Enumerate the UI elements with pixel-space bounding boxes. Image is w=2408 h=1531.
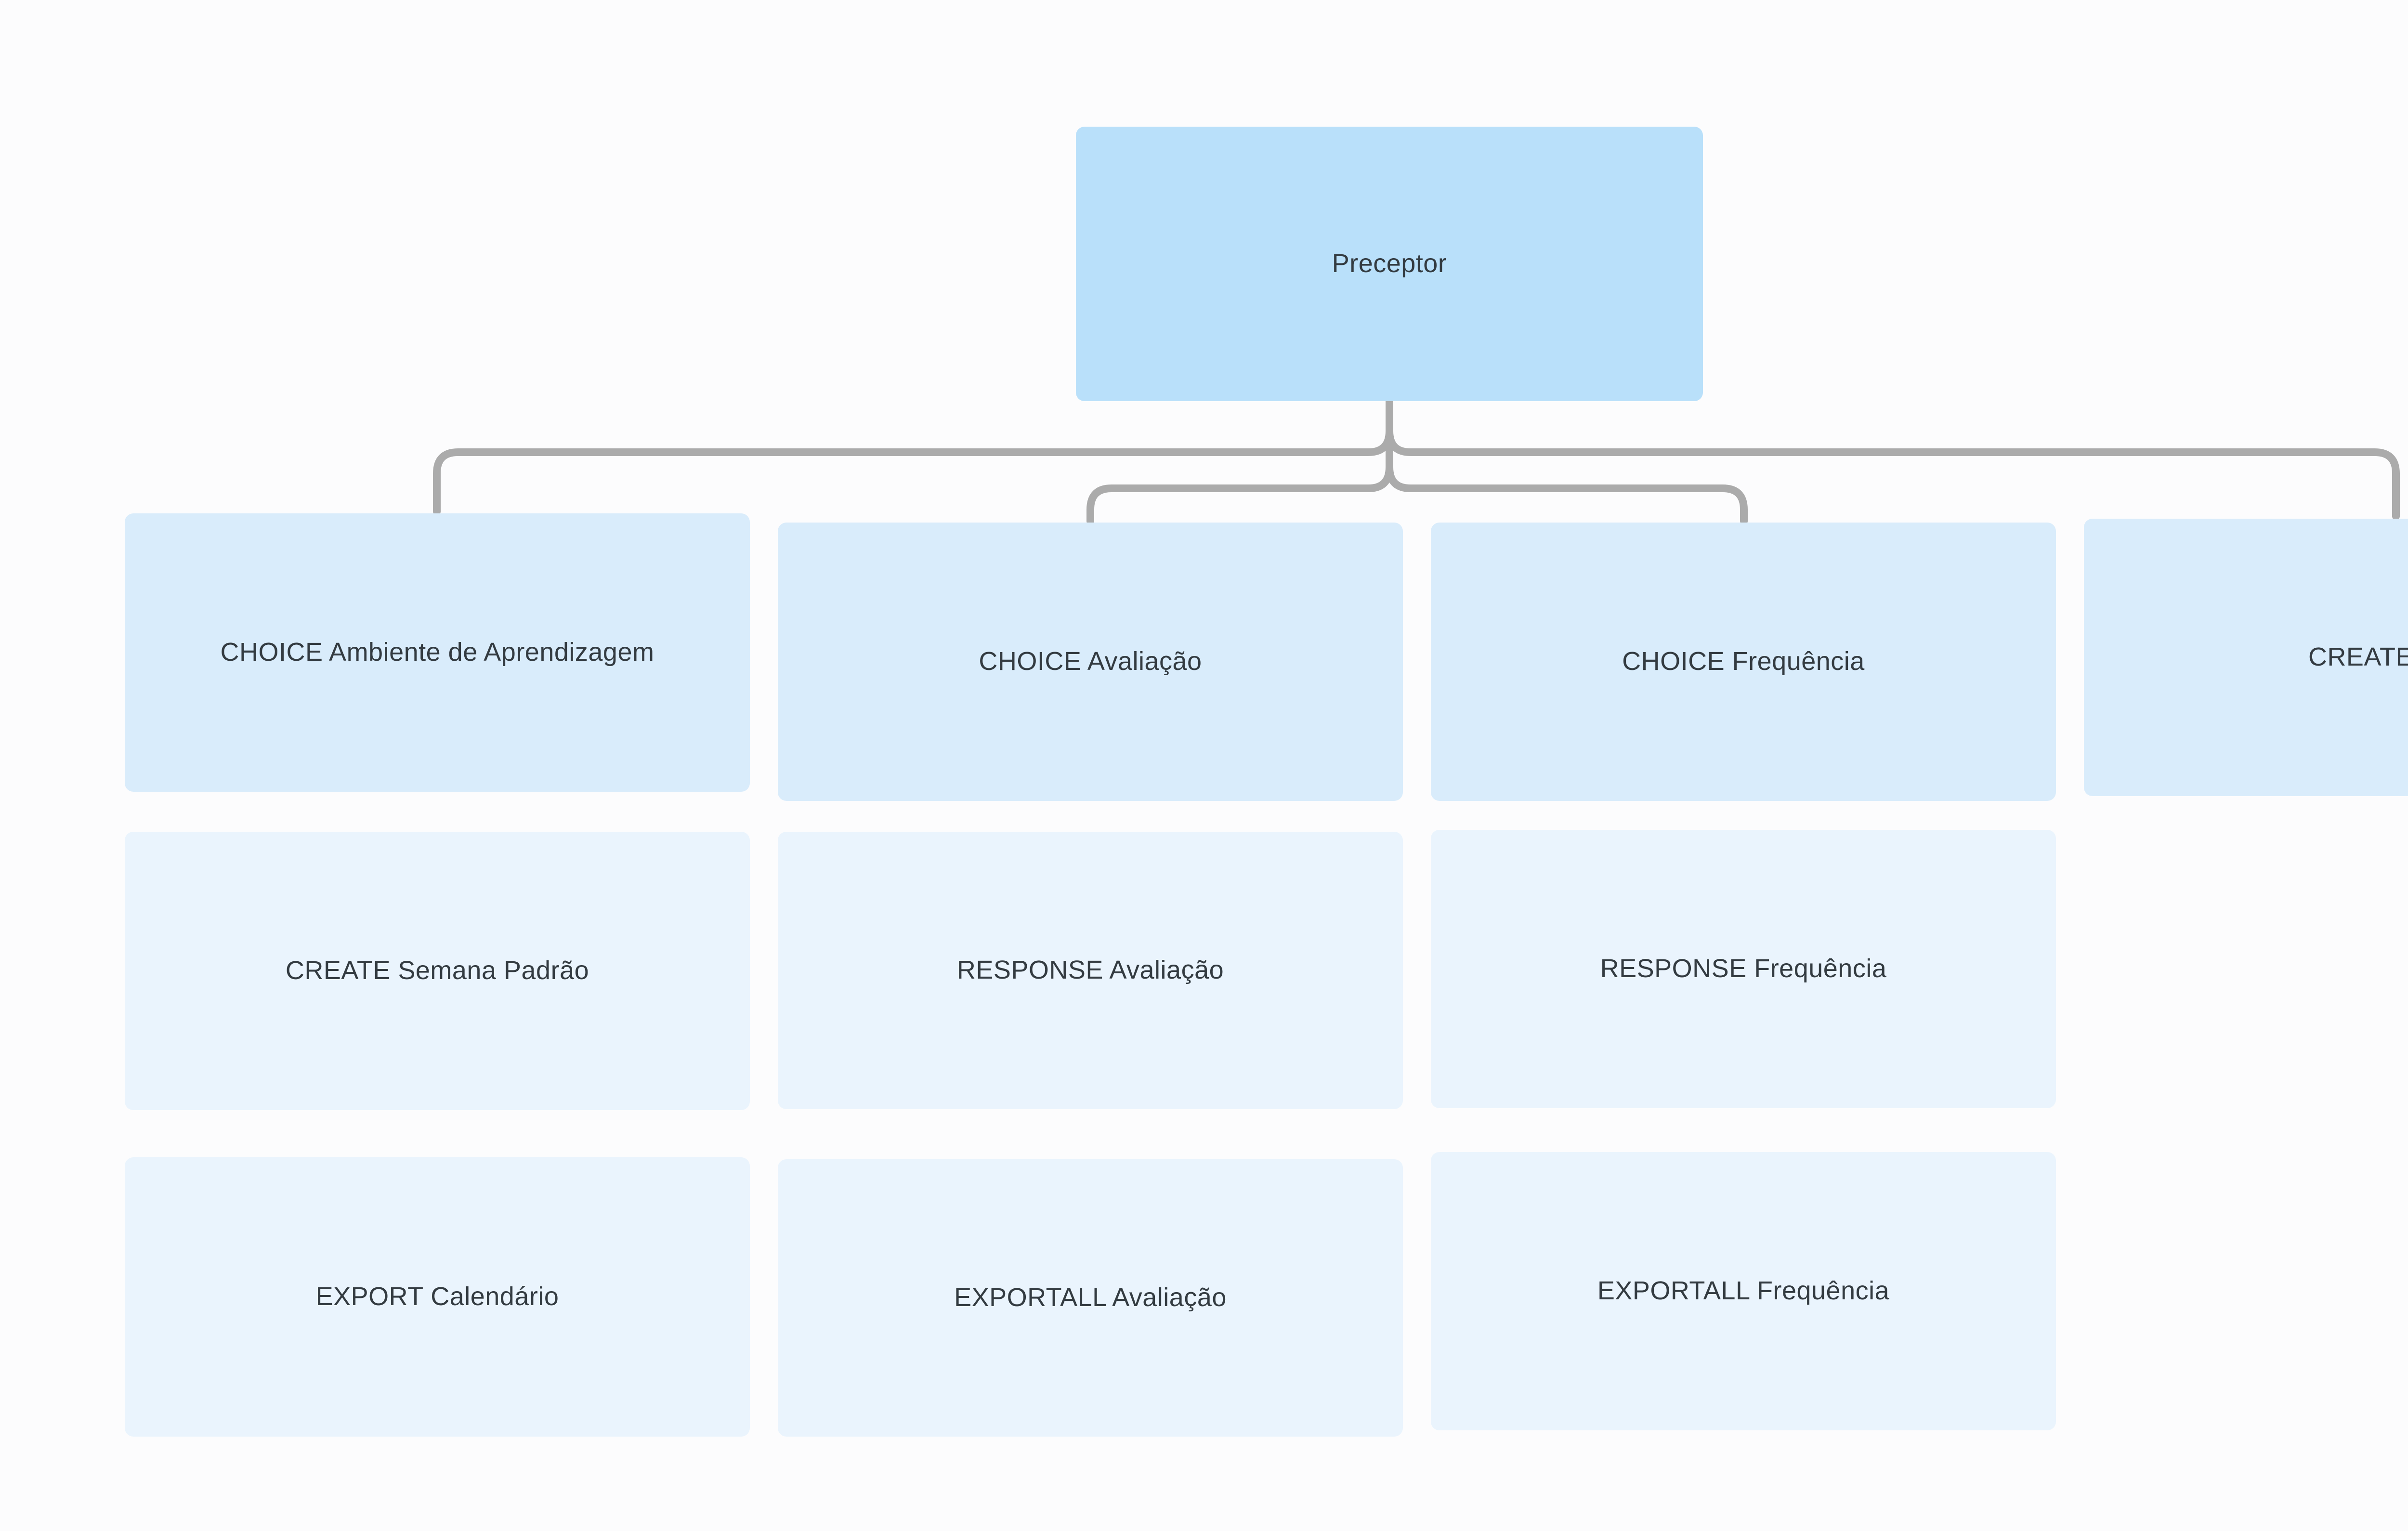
node-response-frequencia-label: RESPONSE Frequência xyxy=(1600,954,1887,983)
connector-root-to-choice-ambiente xyxy=(433,397,1393,515)
node-response-frequencia[interactable]: RESPONSE Frequência xyxy=(1431,830,2056,1108)
node-choice-ambiente-de-aprendizagem[interactable]: CHOICE Ambiente de Aprendizagem xyxy=(125,513,750,792)
node-response-avaliacao-label: RESPONSE Avaliação xyxy=(956,955,1224,985)
node-create-semana-padrao-label: CREATE Semana Padrão xyxy=(285,956,589,985)
node-choice-avaliacao-label: CHOICE Avaliação xyxy=(979,647,1202,676)
node-choice-frequencia-label: CHOICE Frequência xyxy=(1622,647,1865,676)
node-choice-avaliacao[interactable]: CHOICE Avaliação xyxy=(778,523,1403,801)
node-exportall-avaliacao-label: EXPORTALL Avaliação xyxy=(954,1283,1227,1312)
node-export-calendario-label: EXPORT Calendário xyxy=(315,1282,559,1311)
node-exportall-frequencia-label: EXPORTALL Frequência xyxy=(1597,1276,1890,1306)
connector-root-to-choice-avaliacao xyxy=(1086,397,1393,525)
node-choice-ambiente-de-aprendizagem-label: CHOICE Ambiente de Aprendizagem xyxy=(220,638,654,667)
node-response-avaliacao[interactable]: RESPONSE Avaliação xyxy=(778,832,1403,1109)
node-exportall-frequencia[interactable]: EXPORTALL Frequência xyxy=(1431,1152,2056,1430)
node-preceptor[interactable]: Preceptor xyxy=(1076,127,1703,401)
node-create-aviso[interactable]: CREATE Aviso xyxy=(2084,519,2408,796)
connector-root-to-create-aviso xyxy=(1386,397,2400,520)
node-preceptor-label: Preceptor xyxy=(1332,249,1447,278)
node-create-aviso-label: CREATE Aviso xyxy=(2308,642,2408,672)
node-export-calendario[interactable]: EXPORT Calendário xyxy=(125,1157,750,1437)
node-exportall-avaliacao[interactable]: EXPORTALL Avaliação xyxy=(778,1159,1403,1437)
connector-root-to-choice-frequencia xyxy=(1386,397,1748,525)
node-choice-frequencia[interactable]: CHOICE Frequência xyxy=(1431,523,2056,801)
node-create-semana-padrao[interactable]: CREATE Semana Padrão xyxy=(125,832,750,1110)
